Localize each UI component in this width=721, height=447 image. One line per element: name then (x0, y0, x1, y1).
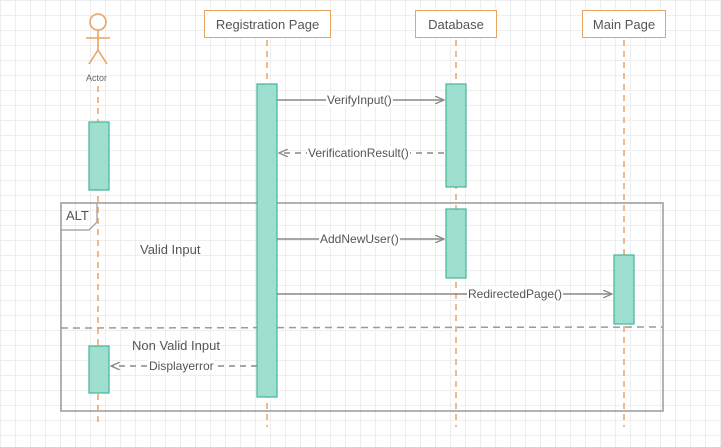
database-activation-top (445, 83, 467, 188)
main-page-label: Main Page (592, 16, 656, 32)
actor-icon (86, 13, 110, 65)
alt-operator-label: ALT (66, 208, 89, 223)
registration-activation (256, 83, 278, 398)
database-label: Database (428, 16, 484, 32)
add-new-user-label: AddNewUser() (319, 232, 400, 246)
verify-input-label: VerifyInput() (326, 93, 393, 107)
database-activation-bottom (445, 208, 467, 279)
redirected-page-label: RedirectedPage() (467, 287, 564, 301)
main-activation (613, 254, 635, 325)
alt-separator (60, 326, 664, 329)
verification-result-label: VerificationResult() (307, 146, 410, 160)
alt-frame (60, 202, 664, 412)
database-box: Database (415, 10, 497, 38)
registration-page-label: Registration Page (215, 16, 320, 32)
actor-activation-top (88, 121, 110, 191)
display-error-label: Displayerror (148, 359, 215, 373)
registration-page-box: Registration Page (204, 10, 331, 38)
actor-label: Actor (86, 73, 108, 83)
alt-operator-tab (61, 203, 98, 231)
valid-input-guard: Valid Input (140, 242, 201, 257)
non-valid-input-guard: Non Valid Input (132, 338, 220, 353)
main-page-box: Main Page (582, 10, 666, 38)
actor-activation-bottom (88, 345, 110, 394)
